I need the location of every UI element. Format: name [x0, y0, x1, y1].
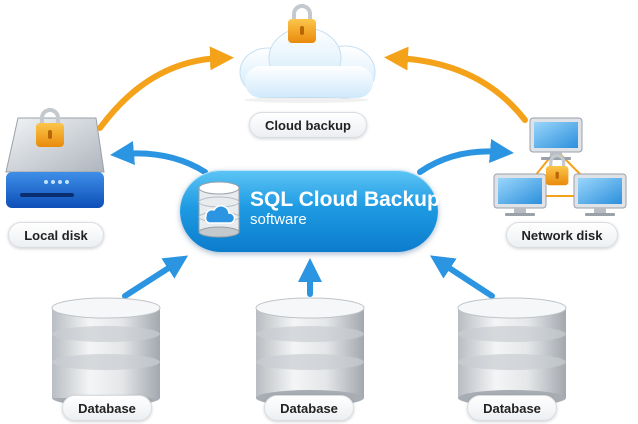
network-computers-icon [493, 117, 627, 216]
blue-arrow-to-network-disk [417, 139, 514, 175]
orange-arrow-to-cloud-left [97, 46, 234, 131]
database-icon [457, 297, 567, 406]
blue-arrow-from-db-left [122, 255, 189, 299]
label-database-3: Database [467, 395, 557, 421]
database-icon [51, 297, 161, 406]
lock-icon [288, 4, 316, 43]
center-title: SQL Cloud Backup [250, 188, 440, 211]
label-database-1: Database [62, 395, 152, 421]
label-network-disk: Network disk [506, 222, 618, 248]
label-database-2: Database [264, 395, 354, 421]
blue-arrow-to-local-disk [110, 141, 208, 175]
label-cloud-backup: Cloud backup [249, 112, 367, 138]
label-local-disk: Local disk [8, 222, 104, 248]
lock-icon [36, 108, 64, 147]
database-icon [255, 297, 365, 406]
cloud-icon [239, 27, 376, 103]
orange-arrow-to-cloud-right [384, 46, 528, 123]
blue-arrow-from-db-right [429, 255, 495, 299]
center-subtitle: software [250, 211, 307, 228]
database-cloud-icon [198, 181, 240, 238]
lock-icon [546, 154, 569, 186]
